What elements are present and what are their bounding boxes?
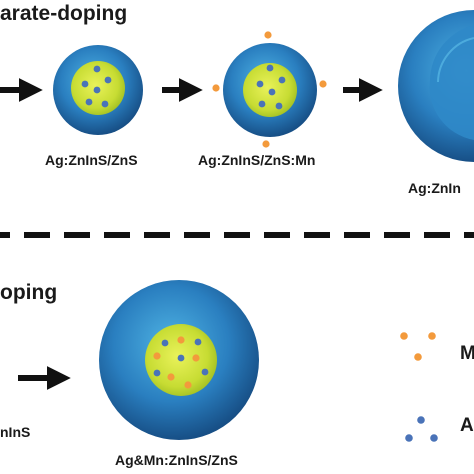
mn-dot [319,80,327,88]
legend-mn-dots [400,332,436,361]
nanoparticle-large-partial [398,10,474,162]
ag-dot [258,100,266,108]
mn-dot [153,352,161,360]
nanoparticle-ag-zninS-zns-mn [212,31,327,148]
mn-dot [262,140,270,148]
nanoparticle-ag-zninS-zns [53,45,143,135]
caption-np2: Ag:ZnInS/ZnS:Mn [198,152,316,168]
ag-dot [268,88,276,96]
mn-dot [184,381,192,389]
ag-dot [194,338,202,346]
ag-dot [201,368,209,376]
legend-mn-label: M [460,343,474,364]
ag-dot [104,76,112,84]
mn-dot [264,31,272,39]
legend-ag-label: A [460,415,474,436]
ag-dot [177,354,185,362]
ag-dot [93,65,101,73]
ag-dot [275,102,283,110]
section-title-bottom: oping [0,281,58,304]
caption-np1: Ag:ZnInS/ZnS [45,152,138,168]
caption-left-bottom: nInS [0,424,31,440]
ag-dot [85,98,93,106]
ag-dot [81,80,89,88]
mn-dot [167,373,175,381]
ag-dot [161,339,169,347]
mn-dot [192,354,200,362]
ag-dot [266,64,274,72]
caption-np4: Ag&Mn:ZnInS/ZnS [115,452,238,468]
caption-np3: Ag:ZnIn [408,180,461,196]
mn-dot [177,336,185,344]
mn-dot [212,84,220,92]
ag-dot [278,76,286,84]
ag-dot [101,100,109,108]
legend-ag-dots [405,416,438,442]
ag-dot [256,80,264,88]
nanoparticle-ag-mn-zninS-zns [99,280,259,440]
ag-dot [93,86,101,94]
dashed-divider [0,232,474,238]
ag-dot [153,369,161,377]
section-title-top: arate-doping [0,2,128,25]
